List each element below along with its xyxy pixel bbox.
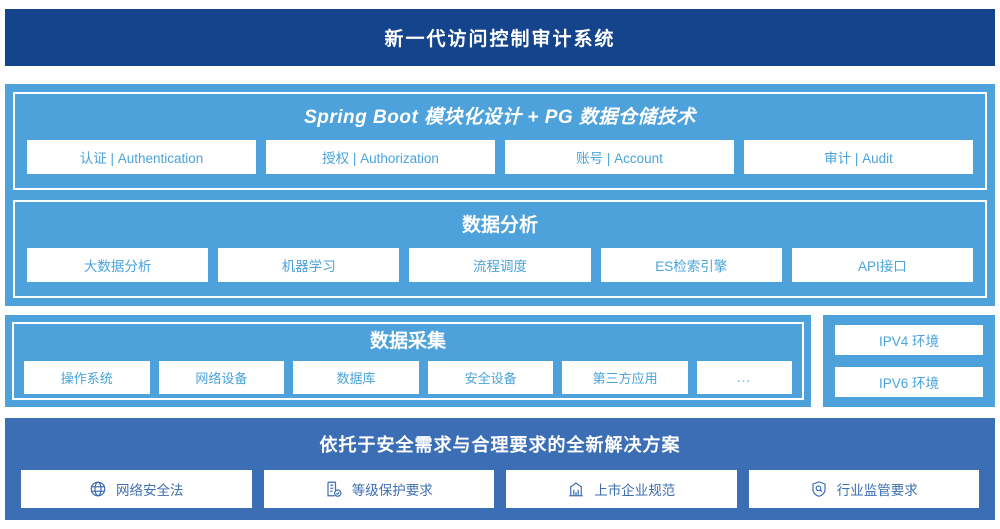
data-collection-chip-row: 操作系统 网络设备 数据库 安全设备 第三方应用 … <box>14 351 802 394</box>
section-data-analysis: 数据分析 大数据分析 机器学习 流程调度 ES检索引擎 API接口 <box>13 200 987 298</box>
chip-api-interface[interactable]: API接口 <box>791 248 974 282</box>
compliance-panel: 依托于安全需求与合理要求的全新解决方案 网络安全法 <box>5 418 995 520</box>
chip-listed-company-standard[interactable]: 上市企业规范 <box>506 470 737 508</box>
chip-ipv6-environment[interactable]: IPV6 环境 <box>835 367 983 397</box>
chip-es-search-engine[interactable]: ES检索引擎 <box>600 248 782 282</box>
chip-authentication[interactable]: 认证 | Authentication <box>27 140 256 174</box>
document-check-icon <box>325 480 343 498</box>
architecture-upper-panel: Spring Boot 模块化设计 + PG 数据仓储技术 认证 | Authe… <box>5 84 995 306</box>
globe-icon <box>89 480 107 498</box>
chip-cybersecurity-law[interactable]: 网络安全法 <box>21 470 252 508</box>
section-spring-boot: Spring Boot 模块化设计 + PG 数据仓储技术 认证 | Authe… <box>13 92 987 190</box>
chip-ipv4-environment[interactable]: IPV4 环境 <box>835 325 983 355</box>
data-collection-row: 数据采集 操作系统 网络设备 数据库 安全设备 第三方应用 … IPV4 环境 … <box>5 315 995 407</box>
compliance-panel-title: 依托于安全需求与合理要求的全新解决方案 <box>319 435 681 455</box>
section-spring-boot-title: Spring Boot 模块化设计 + PG 数据仓储技术 <box>304 107 696 128</box>
chip-operating-system[interactable]: 操作系统 <box>24 361 150 394</box>
chip-label: 上市企业规范 <box>594 483 676 498</box>
chip-machine-learning[interactable]: 机器学习 <box>218 248 400 282</box>
chip-database[interactable]: 数据库 <box>293 361 419 394</box>
chip-classified-protection[interactable]: 等级保护要求 <box>263 470 494 508</box>
data-collection-inner-box: 数据采集 操作系统 网络设备 数据库 安全设备 第三方应用 … <box>12 322 804 400</box>
chip-more-ellipsis[interactable]: … <box>696 361 792 394</box>
chip-label: 行业监管要求 <box>836 483 918 498</box>
chip-audit[interactable]: 审计 | Audit <box>744 140 973 174</box>
section-data-analysis-chip-row: 大数据分析 机器学习 流程调度 ES检索引擎 API接口 <box>15 235 985 282</box>
page-title: 新一代访问控制审计系统 <box>384 29 616 50</box>
section-data-analysis-title: 数据分析 <box>461 215 538 236</box>
chip-label: 网络安全法 <box>116 483 184 498</box>
shield-search-icon <box>810 480 828 498</box>
data-collection-title: 数据采集 <box>369 331 446 352</box>
bank-building-icon <box>567 480 585 498</box>
data-collection-panel: 数据采集 操作系统 网络设备 数据库 安全设备 第三方应用 … <box>5 315 811 407</box>
chip-network-device[interactable]: 网络设备 <box>158 361 285 394</box>
chip-label: 等级保护要求 <box>351 483 433 498</box>
chip-authorization[interactable]: 授权 | Authorization <box>266 140 495 174</box>
ip-environment-panel: IPV4 环境 IPV6 环境 <box>823 315 995 407</box>
compliance-chip-row: 网络安全法 等级保护要求 <box>13 454 987 508</box>
chip-industry-regulation[interactable]: 行业监管要求 <box>748 470 979 508</box>
section-spring-boot-chip-row: 认证 | Authentication 授权 | Authorization 账… <box>15 127 985 174</box>
chip-security-device[interactable]: 安全设备 <box>427 361 554 394</box>
chip-big-data-analysis[interactable]: 大数据分析 <box>27 248 209 282</box>
chip-third-party-application[interactable]: 第三方应用 <box>562 361 688 394</box>
chip-account[interactable]: 账号 | Account <box>505 140 734 174</box>
chip-process-scheduling[interactable]: 流程调度 <box>409 248 591 282</box>
page-header: 新一代访问控制审计系统 <box>5 9 995 66</box>
